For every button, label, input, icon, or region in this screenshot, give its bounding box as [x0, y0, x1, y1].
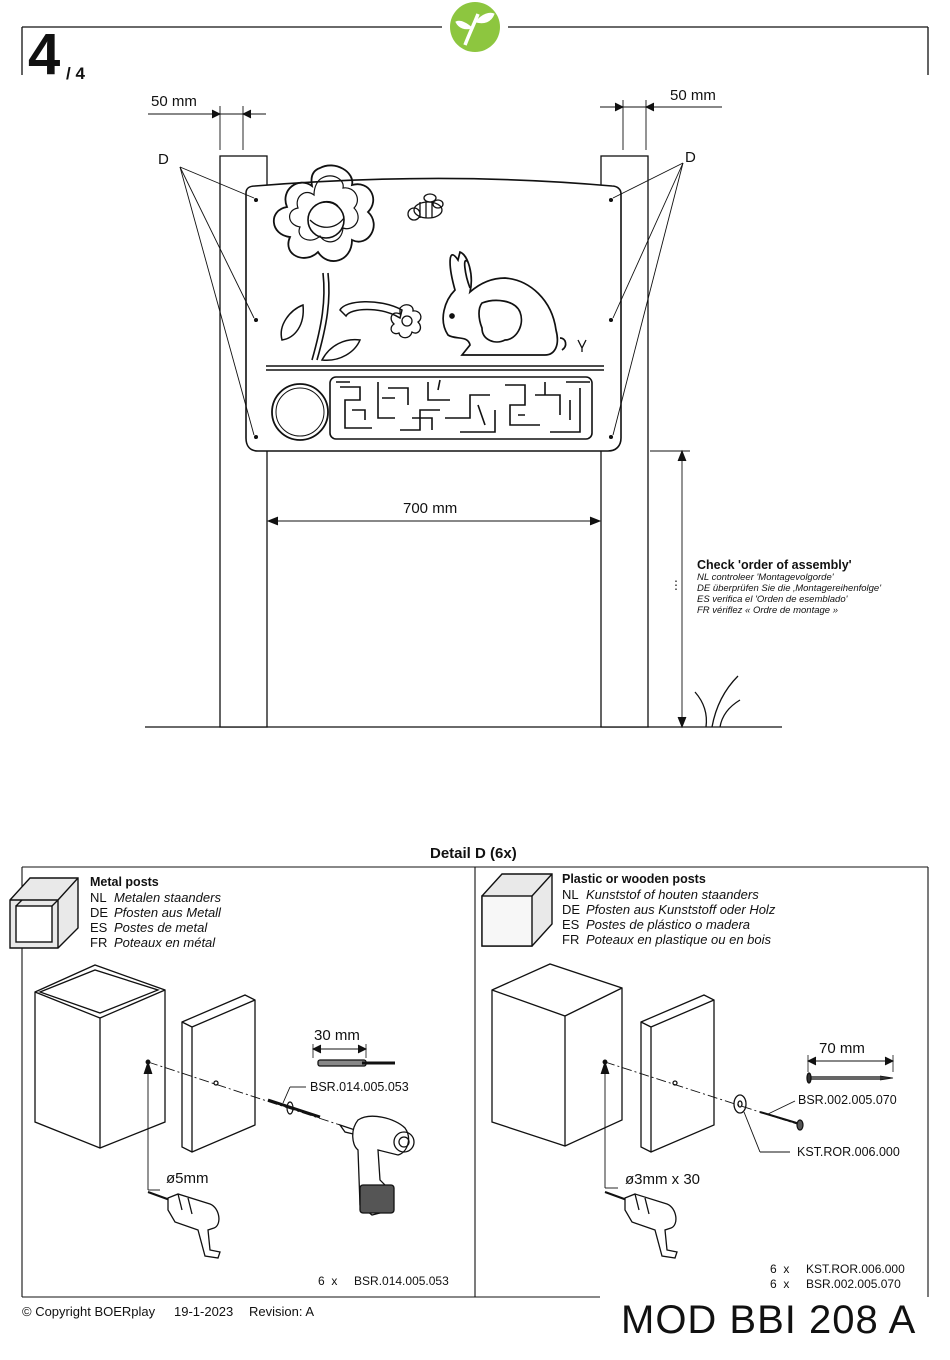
- dim-50mm-right: [600, 100, 722, 150]
- plastic-posts-title: Plastic or wooden posts: [562, 872, 706, 886]
- qty-row-screw: 6 x BSR.002.005.070: [770, 1277, 901, 1291]
- assembly-note: Check 'order of assembly' NL controleer …: [697, 558, 881, 616]
- dim-height: [650, 449, 690, 729]
- part-screw-label: BSR.002.005.070: [798, 1093, 897, 1107]
- marker-d-left: D: [158, 151, 169, 168]
- step-number: 4: [28, 22, 61, 87]
- qty-row-metal: 6 x BSR.014.005.053: [318, 1274, 449, 1288]
- dim-label-span: 700 mm: [403, 500, 458, 517]
- boerplay-logo-icon: [450, 2, 500, 52]
- dim-screw-label: 70 mm: [819, 1040, 865, 1057]
- drill-size-metal: ø5mm: [166, 1170, 209, 1187]
- detail-title: Detail D (6x): [430, 845, 517, 862]
- screw-part-icon: [806, 1055, 895, 1084]
- bee-icon: [407, 193, 444, 221]
- dim-50mm-left: [148, 106, 266, 150]
- maze-icon: [329, 376, 593, 440]
- dim-label-left: 50 mm: [151, 93, 197, 110]
- dim-rivet-label: 30 mm: [314, 1027, 360, 1044]
- note-title: Check 'order of assembly': [697, 558, 852, 572]
- small-flower-icon: [390, 304, 422, 339]
- qty-row-washer: 6 x KST.ROR.006.000: [770, 1262, 905, 1276]
- detail-d-leaders: [179, 162, 684, 436]
- step-total: / 4: [66, 64, 85, 83]
- drill-icon-right: [604, 1191, 678, 1259]
- dim-label-right: 50 mm: [670, 87, 716, 104]
- note-line-nl: NL controleer 'Montagevolgorde': [697, 572, 834, 583]
- drill-size-plastic: ø3mm x 30: [625, 1171, 701, 1188]
- footer-revision: Revision: A: [249, 1304, 315, 1319]
- panel-section-left: [181, 994, 256, 1153]
- arrow-down-icon: [577, 339, 587, 352]
- panel-section-right: [640, 994, 715, 1153]
- note-line-es: ES verifica el 'Orden de esemblado': [697, 594, 848, 605]
- solid-post-icon: [481, 873, 553, 947]
- note-line-de: DE überprüfen Sie die ‚Montagereihenfolg…: [697, 583, 882, 594]
- rivet-gun-icon: [338, 1115, 415, 1216]
- footer-copyright: © Copyright BOERplay: [22, 1304, 156, 1319]
- dots-marker: ⋮: [670, 578, 682, 592]
- metal-posts-title: Metal posts: [90, 875, 159, 889]
- rabbit-icon: [442, 250, 567, 356]
- marker-d-right: D: [685, 149, 696, 166]
- dim-700mm: [266, 516, 602, 526]
- part-washer-label: KST.ROR.006.000: [797, 1145, 900, 1159]
- screw-icon: [759, 1111, 804, 1131]
- note-line-fr: FR vériflez « Ordre de montage »: [697, 605, 838, 616]
- metal-post-3d: [34, 964, 166, 1149]
- model-number: MOD BBI 208 A: [621, 1298, 917, 1342]
- detail-frame: [21, 866, 929, 1298]
- drill-icon-left: [147, 1191, 221, 1259]
- play-panel: [245, 164, 622, 452]
- page-frame: [21, 26, 929, 75]
- metal-post-icon: [9, 877, 79, 949]
- part-rivet-label: BSR.014.005.053: [310, 1080, 409, 1094]
- grass-icon: [694, 675, 741, 728]
- rivet-icon: [311, 1044, 395, 1067]
- washer-icon: [733, 1094, 747, 1114]
- footer-date: 19-1-2023: [174, 1304, 234, 1319]
- solid-post-3d: [491, 963, 623, 1147]
